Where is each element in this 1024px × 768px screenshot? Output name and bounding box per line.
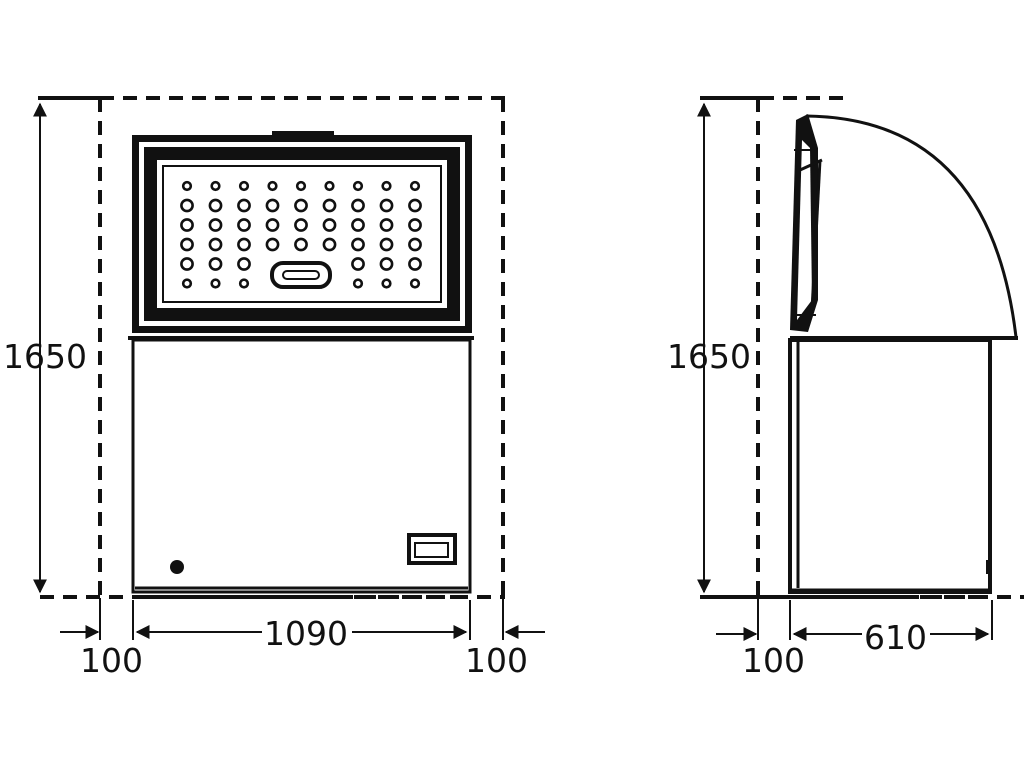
basket-hole <box>408 218 422 232</box>
basket-hole <box>208 257 223 271</box>
basket-hole <box>324 180 335 192</box>
basket-hole <box>237 257 251 271</box>
basket-hole <box>181 180 193 192</box>
basket-hole <box>210 180 221 192</box>
basket-hole <box>351 257 365 271</box>
basket-hole <box>265 237 280 252</box>
basket-hole <box>267 180 278 192</box>
front-left-clearance: 100 <box>60 598 143 680</box>
side-depth-label: 610 <box>864 618 927 657</box>
side-cabinet <box>788 338 992 599</box>
front-height-label: 1650 <box>3 337 87 376</box>
basket-hole <box>294 218 308 232</box>
basket-hole <box>180 198 194 213</box>
basket-hole <box>180 218 194 232</box>
basket-hole <box>180 257 194 271</box>
side-lid <box>790 114 1018 340</box>
side-rear-clearance-label: 100 <box>742 641 805 680</box>
front-left-clearance-label: 100 <box>80 641 143 680</box>
basket-hole <box>351 218 365 232</box>
basket-hole <box>265 198 280 213</box>
basket-hole <box>238 180 250 192</box>
basket-hole <box>238 278 250 289</box>
basket-hole <box>409 278 421 289</box>
basket-hole <box>208 237 223 252</box>
basket-hole <box>295 180 307 192</box>
basket-hole <box>265 218 280 232</box>
basket-hole <box>379 257 394 271</box>
basket-hole <box>237 237 251 252</box>
basket-hole <box>294 237 308 252</box>
basket-hole <box>237 218 251 232</box>
basket-hole <box>294 198 308 213</box>
basket-hole <box>351 198 365 213</box>
basket-hole <box>408 257 422 271</box>
side-view: 1650 610 <box>667 96 1024 680</box>
control-panel <box>407 533 457 565</box>
basket-hole <box>237 198 251 213</box>
lock-icon <box>170 560 184 574</box>
front-right-clearance: 100 <box>465 598 545 680</box>
basket-hole <box>352 278 364 289</box>
display-lid <box>132 131 472 333</box>
side-rear-clearance: 100 <box>716 598 805 680</box>
front-view: 1650 1090 <box>3 96 545 680</box>
front-width-label: 1090 <box>264 614 348 653</box>
basket-hole <box>322 237 337 252</box>
cabinet-body <box>128 336 474 599</box>
basket-hole <box>181 278 193 289</box>
front-right-clearance-label: 100 <box>465 641 528 680</box>
basket-hole <box>180 237 194 252</box>
basket-hole <box>408 237 422 252</box>
basket-hole <box>322 218 337 232</box>
basket-hole <box>208 218 223 232</box>
basket-hole <box>381 278 392 289</box>
basket-hole <box>381 180 392 192</box>
basket-hole <box>379 237 394 252</box>
basket-hole <box>352 180 364 192</box>
basket-hole <box>208 198 223 213</box>
basket-hole <box>322 198 337 213</box>
basket-hole <box>210 278 221 289</box>
basket-hole <box>379 218 394 232</box>
basket-hole <box>408 198 422 213</box>
side-height-label: 1650 <box>667 337 751 376</box>
basket-grid <box>180 180 422 289</box>
basket-hole <box>409 180 421 192</box>
basket-hole <box>379 198 394 213</box>
front-width-dimension: 1090 <box>132 600 471 653</box>
side-depth-dimension: 610 <box>789 600 993 657</box>
basket-hole <box>351 237 365 252</box>
